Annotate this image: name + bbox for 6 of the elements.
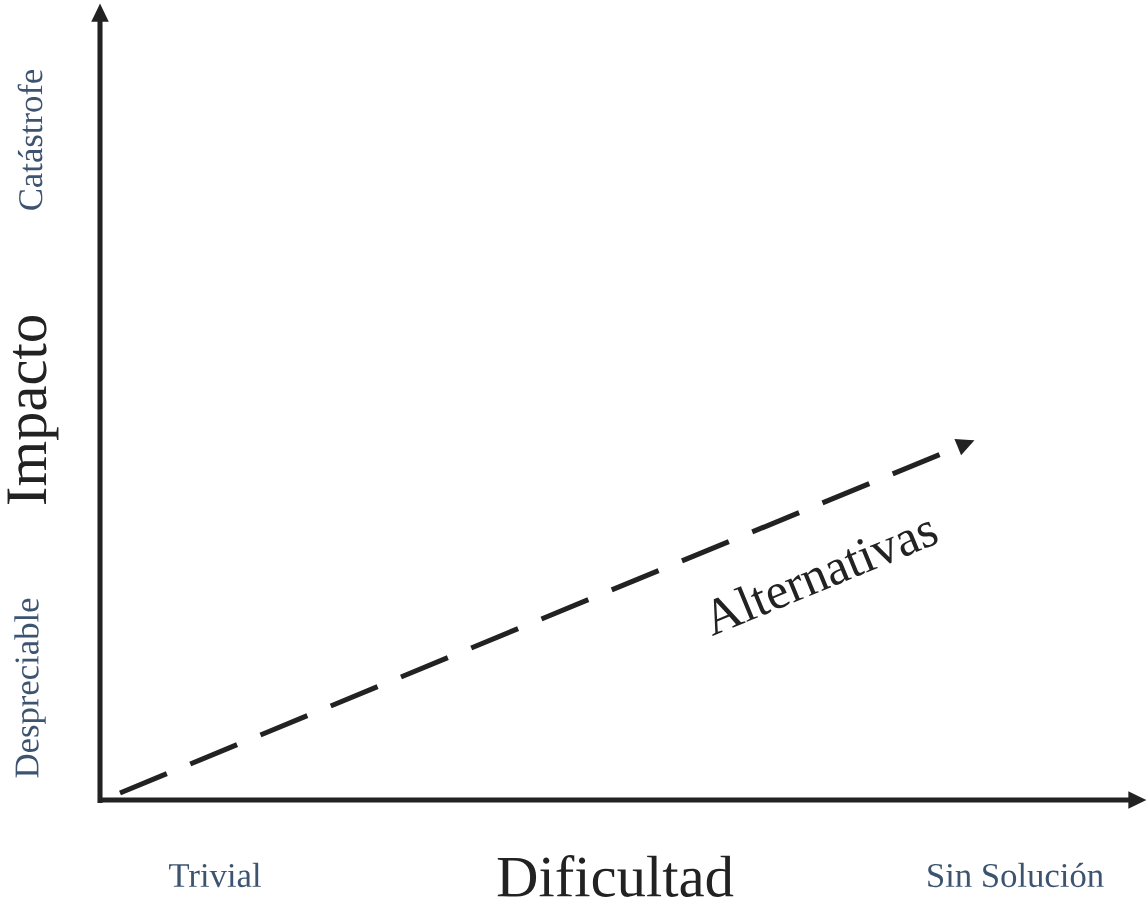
scale-end-label: Sin Solución xyxy=(928,862,1104,888)
axis-title: Impacto xyxy=(7,316,59,504)
scale-end-label: Despreciable xyxy=(14,598,46,778)
scale-end-label: Trivial xyxy=(169,862,261,888)
axis-title: Dificultad xyxy=(497,855,734,897)
scale-end-label: Catástrofe xyxy=(17,69,43,210)
